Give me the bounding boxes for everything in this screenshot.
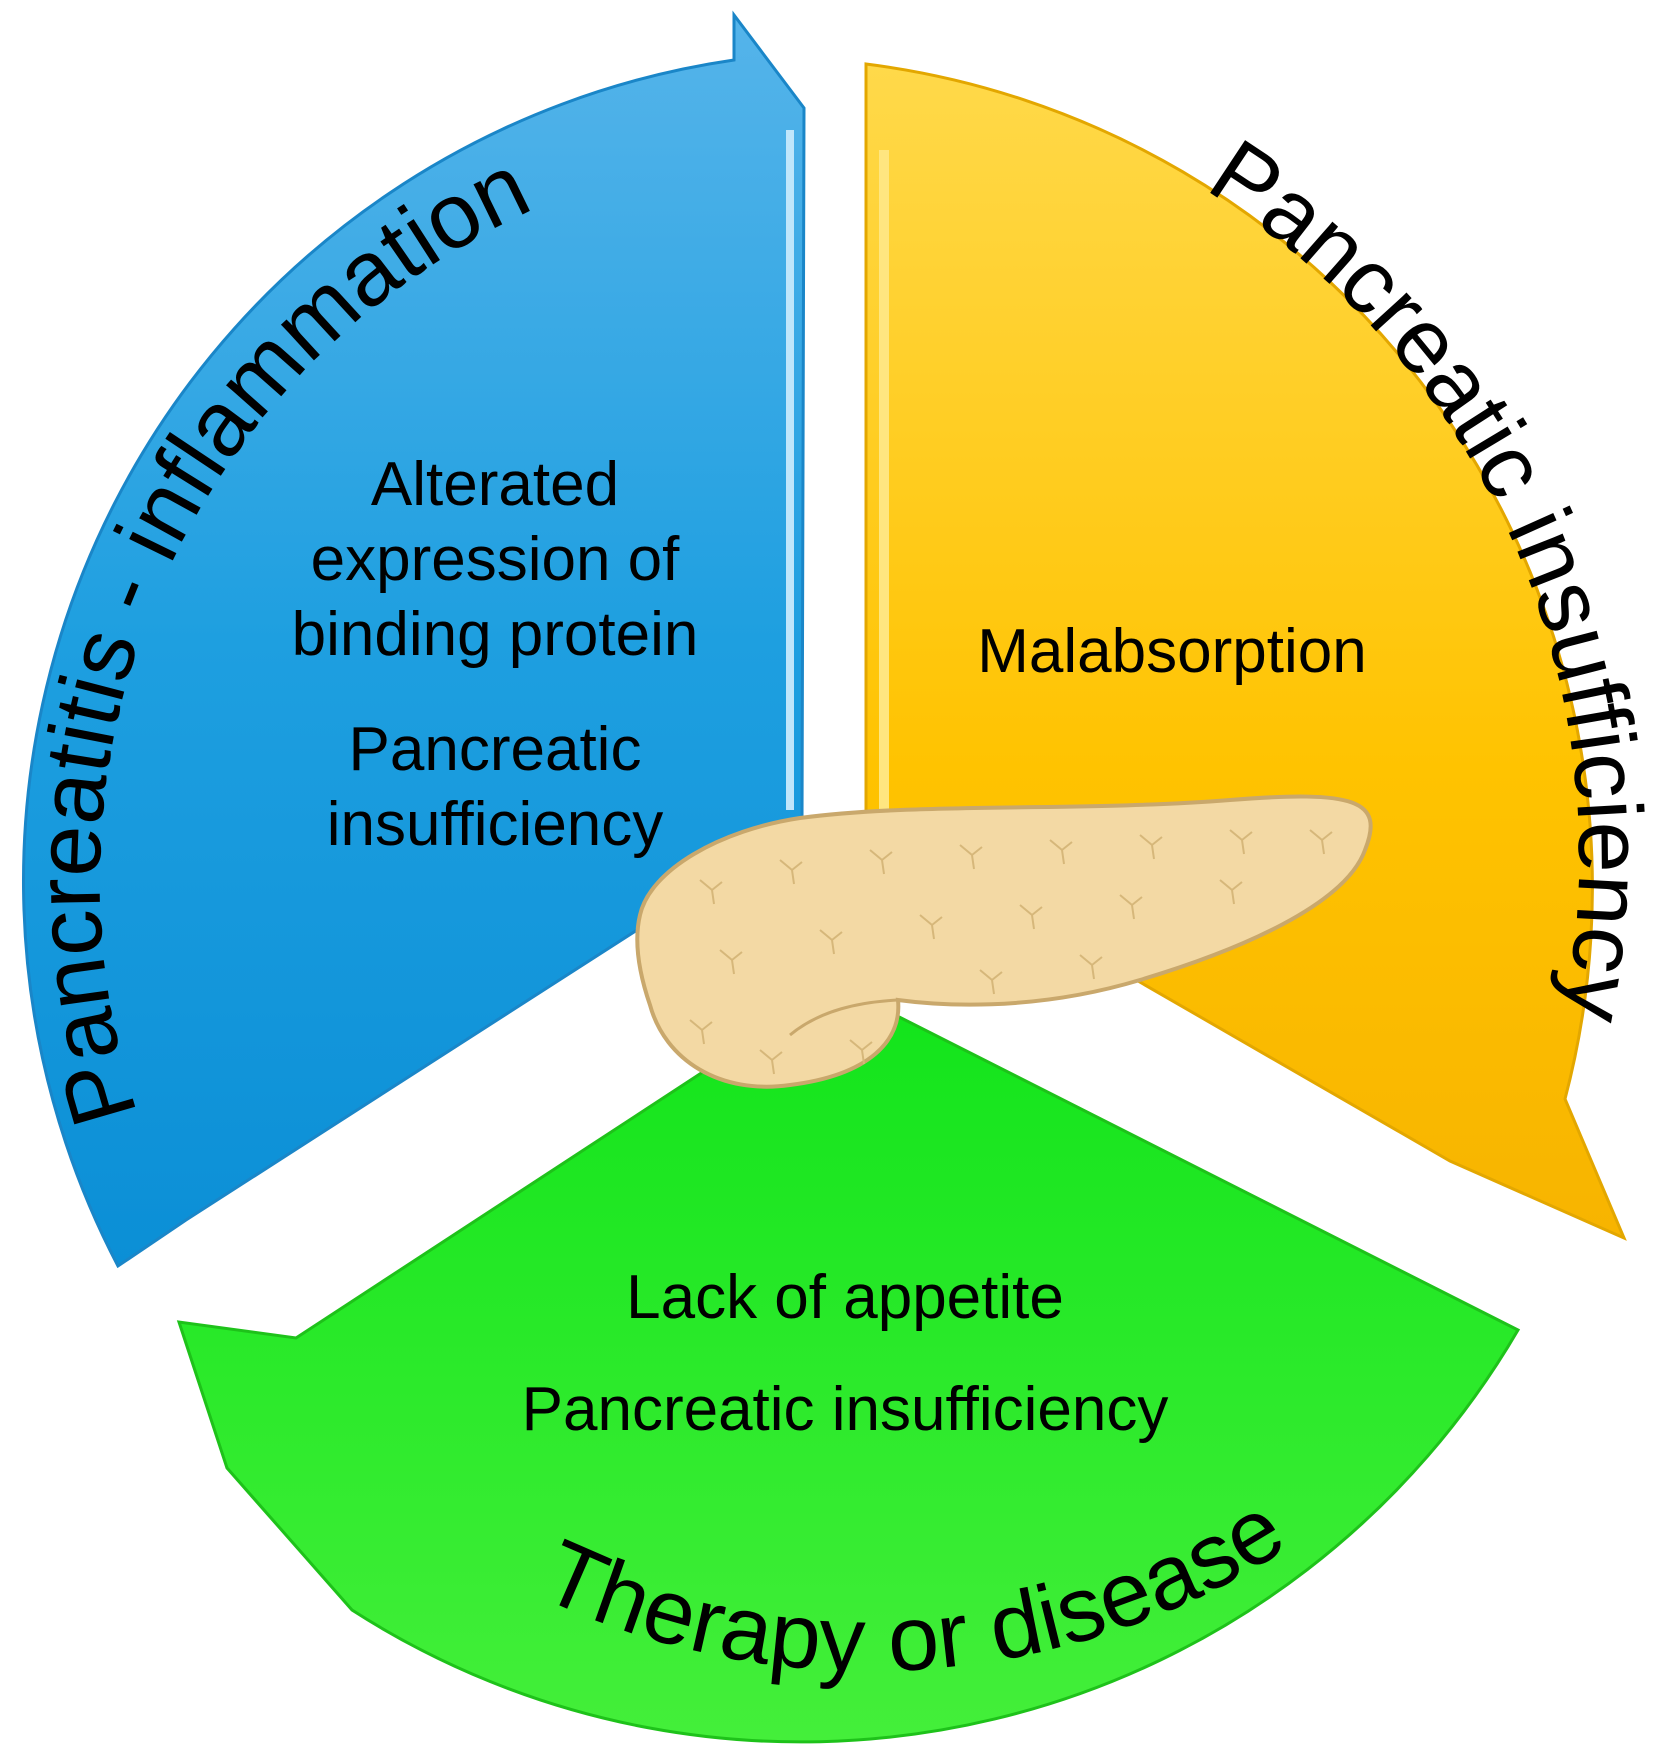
blue-line-4: Pancreatic xyxy=(349,715,642,784)
blue-line-1: Alterated xyxy=(371,450,619,519)
blue-segment xyxy=(22,10,806,1269)
blue-segment-text: Alterated expression of binding protein … xyxy=(292,450,699,859)
pancreas-texture xyxy=(689,829,1333,1075)
green-line-1: Lack of appetite xyxy=(626,1263,1064,1332)
green-segment xyxy=(176,983,1521,1744)
blue-line-5: insufficiency xyxy=(327,790,664,859)
pancreas-body xyxy=(635,794,1373,1089)
yellow-arrow-shape xyxy=(864,62,1627,1241)
blue-line-2: expression of xyxy=(311,525,681,594)
yellow-line-1: Malabsorption xyxy=(977,617,1366,686)
blue-arrow-shape xyxy=(22,10,806,1269)
pancreas-lobe-line xyxy=(789,998,899,1037)
green-segment-text: Lack of appetite Pancreatic insufficienc… xyxy=(522,1263,1169,1444)
yellow-segment xyxy=(864,62,1627,1241)
green-line-2: Pancreatic insufficiency xyxy=(522,1375,1169,1444)
pancreas-icon xyxy=(635,794,1373,1089)
green-arrow-shape xyxy=(176,983,1521,1744)
blue-line-3: binding protein xyxy=(292,600,699,669)
